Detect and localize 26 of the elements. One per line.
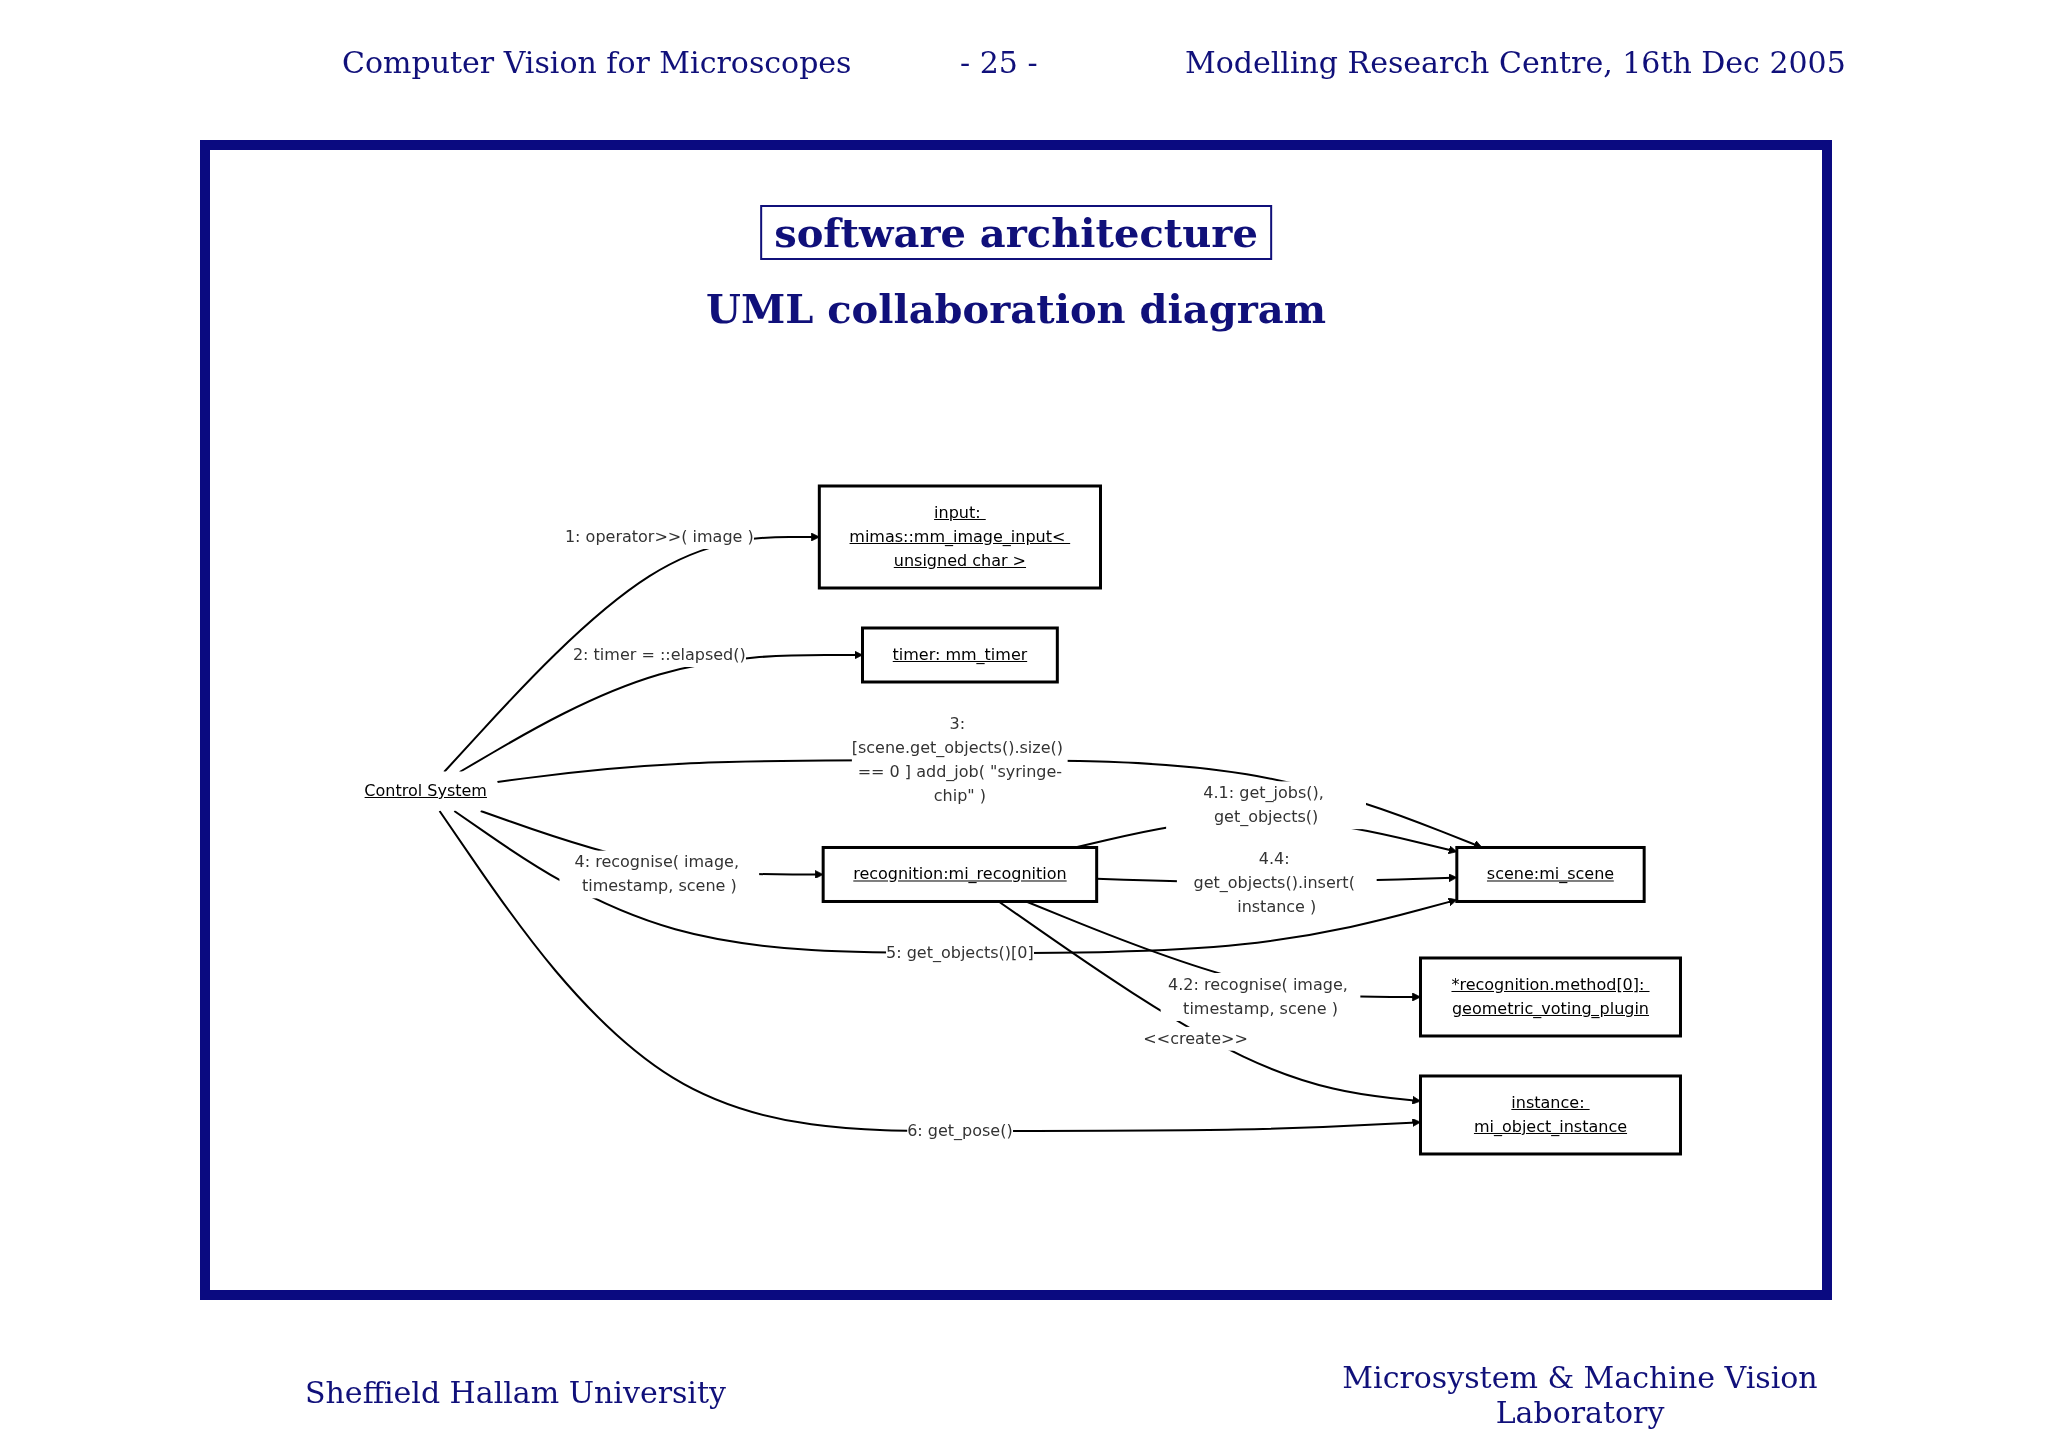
edge-label: 1: operator>>( image ) <box>564 527 754 546</box>
header-title: Computer Vision for Microscopes <box>342 45 852 80</box>
slide-panel: software architecture UML collaboration diagram 1: operator>>( image ) 2: timer = ::elapsed() 3: [scene.get_objects().size() == 0 ] add_job( "syringe-chip" ) 4: recognise( image, timestamp, scene ) 4.1: get_jobs(), get_objects() 4.2: recognise( image, timestamp, scene ) <<create>> 4.4: get_objects().insert( instance ) 5: get_objects()[0] 6: get_pose() Control System input: mimas::mm_image_input< unsigned char > timer: mm_timer *recognition.method[0]: geometric_voting_plugin recognition:mi_recognition scene:mi_scene instance: mi_object_instance <box>200 140 1832 1300</box>
node-box <box>1455 846 1646 903</box>
edge-label: 4.1: get_jobs(), get_objects() <box>1203 783 1324 827</box>
node-text: Control System <box>364 780 487 800</box>
edge-label: 5: get_objects()[0] <box>885 942 1034 962</box>
node-box <box>821 846 1098 903</box>
footer-institution: Sheffield Hallam University <box>305 1375 726 1410</box>
edge-label: 4.2: recognise( image, timestamp, scene ) <box>1167 974 1348 1018</box>
node-box <box>817 484 1102 590</box>
slide-subtitle: UML collaboration diagram <box>706 285 1326 332</box>
node-box <box>860 626 1059 684</box>
header-date: Modelling Research Centre, 16th Dec 2005 <box>1185 45 1846 80</box>
edge-label: <<create>> <box>1143 1028 1248 1048</box>
footer-laboratory: Microsystem & Machine Vision Laboratory <box>1341 1360 1819 1430</box>
arrow <box>442 532 820 773</box>
node-box <box>1418 956 1682 1038</box>
edge-label: 4.4: get_objects().insert( instance ) <box>1193 849 1355 917</box>
page-number: - 25 - <box>960 45 1038 80</box>
slide-title: software architecture <box>760 205 1272 260</box>
edge-label: 2: timer = ::elapsed() <box>572 645 746 664</box>
edge-label: 6: get_pose() <box>906 1120 1013 1140</box>
edge-label: 4: recognise( image, timestamp, scene ) <box>574 852 739 896</box>
edge-label: 3: [scene.get_objects().size() == 0 ] add_job( "syringe-chip" ) <box>851 713 1063 805</box>
node-box <box>1418 1074 1682 1156</box>
